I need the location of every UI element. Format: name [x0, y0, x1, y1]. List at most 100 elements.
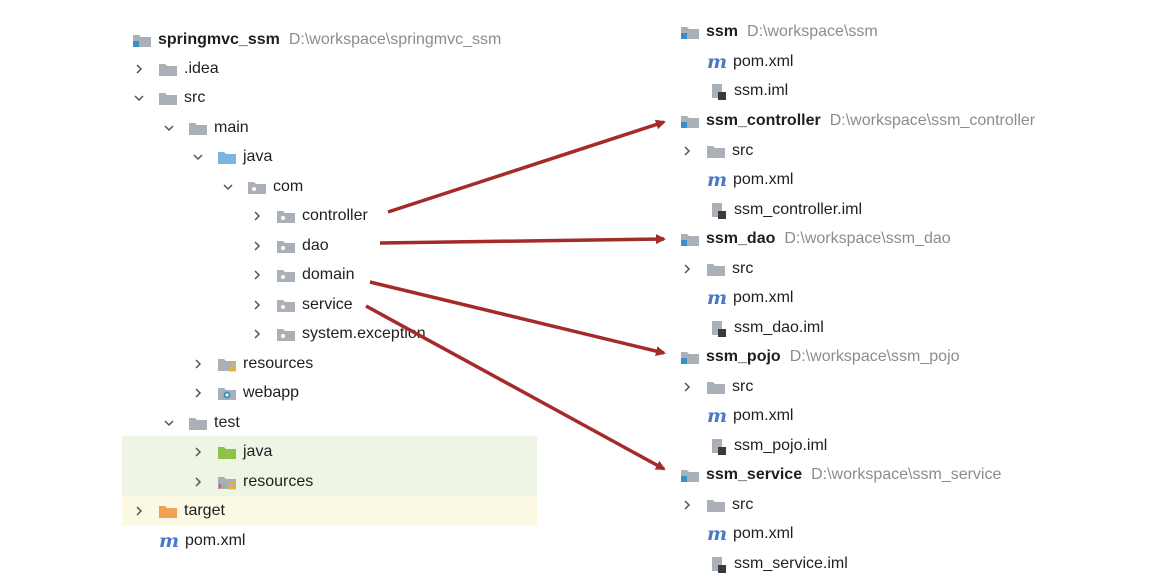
module-ssm-pojo[interactable]: ssm_pojo D:\workspace\ssm_pojo — [680, 346, 960, 368]
chevron-right-icon[interactable] — [191, 357, 205, 371]
chevron-down-icon[interactable] — [162, 416, 176, 430]
chevron-right-icon[interactable] — [250, 268, 264, 282]
tree-item-src[interactable]: src — [132, 87, 205, 109]
project-name: springmvc_ssm — [158, 31, 280, 48]
module-name: ssm — [706, 23, 739, 40]
tree-item-system-exception[interactable]: system.exception — [250, 323, 426, 345]
chevron-right-icon[interactable] — [132, 62, 146, 76]
tree-item-label: domain — [302, 266, 355, 283]
arrow-dao-to-ssm-dao — [379, 234, 666, 245]
package-icon — [247, 179, 267, 195]
folder-icon — [188, 120, 208, 136]
module-ssm-service-src[interactable]: src — [680, 494, 753, 516]
tree-item-test[interactable]: test — [162, 412, 240, 434]
module-ssm-pom[interactable]: m pom.xml — [706, 51, 794, 73]
chevron-down-icon[interactable] — [191, 150, 205, 164]
module-ssm-pojo-iml[interactable]: ssm_pojo.iml — [710, 435, 827, 457]
tree-item-test-resources[interactable]: resources — [191, 471, 313, 493]
module-path: D:\workspace\ssm_controller — [829, 112, 1036, 129]
module-ssm-service-pom[interactable]: m pom.xml — [706, 523, 794, 545]
file-label: ssm.iml — [734, 82, 789, 99]
test-source-folder-icon — [217, 444, 237, 460]
module-ssm-dao[interactable]: ssm_dao D:\workspace\ssm_dao — [680, 228, 951, 250]
chevron-right-icon[interactable] — [250, 239, 264, 253]
package-icon — [276, 326, 296, 342]
file-label: pom.xml — [733, 53, 794, 70]
target-folder-highlight — [122, 496, 537, 526]
tree-item-controller[interactable]: controller — [250, 205, 368, 227]
tree-item-label: test — [214, 414, 240, 431]
chevron-right-icon[interactable] — [680, 262, 694, 276]
test-folder-highlight — [122, 436, 537, 496]
tree-item-webapp[interactable]: webapp — [191, 382, 299, 404]
tree-item-label: main — [214, 119, 249, 136]
chevron-down-icon[interactable] — [162, 121, 176, 135]
maven-icon: m — [706, 51, 728, 73]
chevron-right-icon[interactable] — [191, 386, 205, 400]
chevron-right-icon[interactable] — [250, 209, 264, 223]
package-icon — [276, 267, 296, 283]
chevron-right-icon[interactable] — [250, 327, 264, 341]
module-ssm-controller-src[interactable]: src — [680, 140, 753, 162]
module-path: D:\workspace\ssm_dao — [784, 230, 951, 247]
file-label: src — [732, 142, 754, 159]
tree-item-idea[interactable]: .idea — [132, 58, 219, 80]
module-name: ssm_service — [706, 466, 803, 483]
tree-item-main[interactable]: main — [162, 117, 249, 139]
chevron-right-icon[interactable] — [680, 380, 694, 394]
tree-root-springmvc-ssm[interactable]: springmvc_ssm D:\workspace\springmvc_ssm — [132, 29, 501, 51]
maven-icon: m — [706, 169, 728, 191]
chevron-right-icon[interactable] — [680, 498, 694, 512]
tree-item-resources[interactable]: resources — [191, 353, 313, 375]
chevron-right-icon[interactable] — [191, 445, 205, 459]
module-ssm-controller-pom[interactable]: m pom.xml — [706, 169, 794, 191]
module-ssm-iml[interactable]: ssm.iml — [710, 80, 788, 102]
module-folder-icon — [680, 231, 700, 247]
tree-item-label: pom.xml — [185, 532, 246, 549]
excluded-folder-icon — [158, 503, 178, 519]
module-ssm-dao-pom[interactable]: m pom.xml — [706, 287, 794, 309]
tree-item-label: java — [243, 443, 273, 460]
tree-item-test-java[interactable]: java — [191, 441, 272, 463]
web-folder-icon — [217, 385, 237, 401]
package-icon — [276, 238, 296, 254]
tree-item-pom[interactable]: m pom.xml — [158, 530, 246, 552]
folder-icon — [706, 379, 726, 395]
tree-item-target[interactable]: target — [132, 500, 225, 522]
module-ssm-controller[interactable]: ssm_controller D:\workspace\ssm_controll… — [680, 110, 1035, 132]
module-ssm-dao-iml[interactable]: ssm_dao.iml — [710, 317, 824, 339]
file-label: ssm_dao.iml — [734, 319, 824, 336]
tree-item-label: resources — [243, 355, 314, 372]
module-ssm-controller-iml[interactable]: ssm_controller.iml — [710, 199, 862, 221]
tree-item-label: system.exception — [302, 325, 426, 342]
module-ssm[interactable]: ssm D:\workspace\ssm — [680, 21, 878, 43]
tree-item-com[interactable]: com — [221, 176, 303, 198]
chevron-down-icon[interactable] — [132, 91, 146, 105]
module-folder-icon — [680, 24, 700, 40]
chevron-right-icon[interactable] — [250, 298, 264, 312]
tree-item-dao[interactable]: dao — [250, 235, 329, 257]
maven-icon: m — [706, 287, 728, 309]
module-ssm-pojo-pom[interactable]: m pom.xml — [706, 405, 794, 427]
file-label: ssm_controller.iml — [734, 201, 863, 218]
test-resources-folder-icon — [217, 474, 237, 490]
chevron-right-icon[interactable] — [191, 475, 205, 489]
module-ssm-service[interactable]: ssm_service D:\workspace\ssm_service — [680, 464, 1001, 486]
tree-item-service[interactable]: service — [250, 294, 353, 316]
module-ssm-pojo-src[interactable]: src — [680, 376, 753, 398]
chevron-down-icon[interactable] — [221, 180, 235, 194]
module-ssm-service-iml[interactable]: ssm_service.iml — [710, 553, 848, 575]
package-icon — [276, 208, 296, 224]
tree-item-domain[interactable]: domain — [250, 264, 354, 286]
tree-item-java[interactable]: java — [191, 146, 272, 168]
file-label: src — [732, 496, 754, 513]
file-label: pom.xml — [733, 407, 794, 424]
module-folder-icon — [132, 32, 152, 48]
source-folder-icon — [217, 149, 237, 165]
chevron-right-icon[interactable] — [680, 144, 694, 158]
folder-icon — [188, 415, 208, 431]
folder-icon — [158, 61, 178, 77]
chevron-right-icon[interactable] — [132, 504, 146, 518]
module-ssm-dao-src[interactable]: src — [680, 258, 753, 280]
tree-item-label: dao — [302, 237, 329, 254]
